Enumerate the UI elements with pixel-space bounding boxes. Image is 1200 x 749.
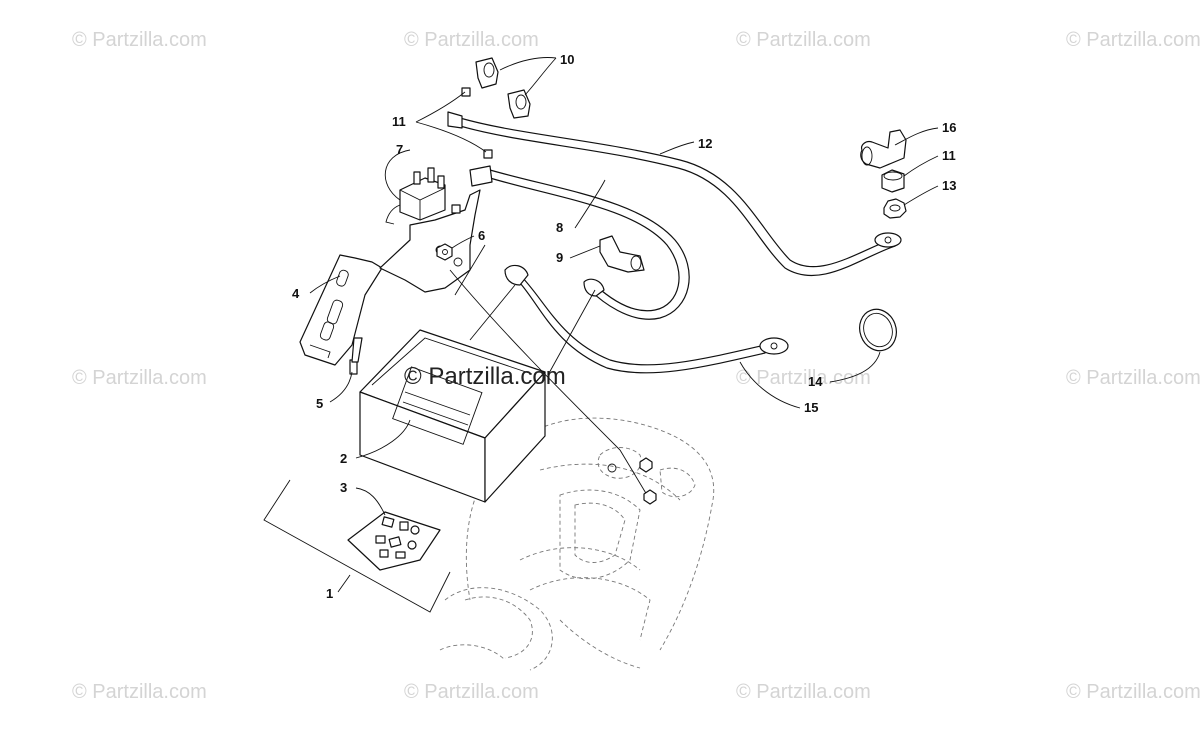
vehicle-fasteners (607, 457, 657, 505)
watermark: © Partzilla.com (72, 29, 207, 51)
nut (436, 243, 453, 261)
callout-2: 2 (340, 451, 347, 466)
watermark: © Partzilla.com (72, 681, 207, 703)
terminal-boot (475, 57, 531, 119)
watermark: © Partzilla.com (736, 367, 871, 389)
callout-11: 11 (942, 148, 956, 163)
solenoid (385, 167, 446, 225)
small-hardware (451, 87, 493, 214)
callout-15: 15 (804, 400, 818, 415)
callout-5: 5 (316, 396, 323, 411)
callout-8: 8 (556, 220, 563, 235)
battery-bracket (299, 254, 383, 366)
callout-12: 12 (698, 136, 712, 151)
terminal-hardware-stack (860, 129, 907, 219)
watermark: © Partzilla.com (1066, 367, 1200, 389)
terminal-boot-9 (583, 235, 645, 297)
watermark: © Partzilla.com (404, 681, 539, 703)
battery (359, 329, 546, 503)
cable-15 (504, 264, 789, 374)
watermark: © Partzilla.com (72, 367, 207, 389)
callout-9: 9 (556, 250, 563, 265)
watermark: © Partzilla.com (404, 29, 539, 51)
callout-11: 11 (392, 114, 406, 129)
battery-warning-label (392, 366, 483, 445)
callout-14: 14 (808, 374, 823, 389)
watermark: © Partzilla.com (1066, 29, 1200, 51)
watermark-center: © Partzilla.com (404, 363, 566, 390)
callout-10: 10 (560, 52, 574, 67)
assembly-bracket (263, 479, 451, 613)
callout-16: 16 (942, 120, 956, 135)
hardware-kit (347, 511, 441, 571)
clamp-ring (859, 308, 897, 352)
callout-6: 6 (478, 228, 485, 243)
callout-7: 7 (396, 142, 403, 157)
watermark: © Partzilla.com (736, 681, 871, 703)
leader-lines (309, 57, 939, 593)
callout-labels: 10 11 7 12 16 11 13 6 8 9 4 14 5 15 2 3 … (292, 52, 956, 601)
watermark: © Partzilla.com (1066, 681, 1200, 703)
watermark-layer: © Partzilla.com © Partzilla.com © Partzi… (72, 29, 1200, 703)
watermark: © Partzilla.com (736, 29, 871, 51)
cable-12 (447, 111, 902, 277)
cable-8 (469, 165, 690, 320)
callout-1: 1 (326, 586, 333, 601)
callout-13: 13 (942, 178, 956, 193)
callout-3: 3 (340, 480, 347, 495)
bolt (349, 337, 363, 375)
callout-4: 4 (292, 286, 300, 301)
